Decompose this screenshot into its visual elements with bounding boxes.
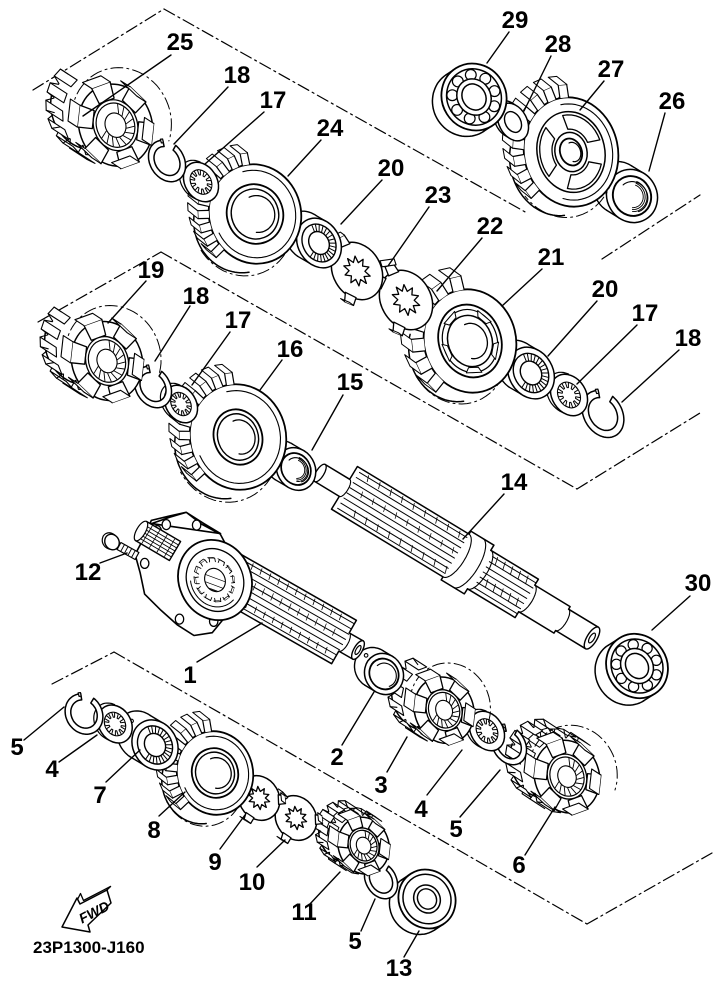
svg-text:4: 4 — [414, 796, 428, 823]
svg-text:4: 4 — [45, 756, 59, 783]
svg-text:17: 17 — [632, 300, 659, 327]
svg-text:15: 15 — [337, 369, 364, 396]
svg-text:18: 18 — [183, 283, 210, 310]
svg-text:21: 21 — [538, 244, 565, 271]
svg-text:17: 17 — [225, 307, 252, 334]
svg-text:17: 17 — [260, 87, 287, 114]
svg-text:23: 23 — [425, 182, 452, 209]
svg-text:23P1300-J160: 23P1300-J160 — [33, 938, 145, 957]
svg-text:19: 19 — [138, 257, 165, 284]
svg-text:22: 22 — [477, 213, 504, 240]
svg-text:24: 24 — [317, 115, 344, 142]
svg-text:26: 26 — [659, 88, 686, 115]
svg-text:20: 20 — [592, 276, 619, 303]
svg-text:8: 8 — [147, 817, 160, 844]
svg-text:7: 7 — [93, 782, 106, 809]
svg-text:30: 30 — [685, 570, 712, 597]
svg-text:11: 11 — [291, 899, 316, 926]
svg-text:10: 10 — [239, 869, 266, 896]
svg-text:20: 20 — [378, 155, 405, 182]
svg-text:9: 9 — [208, 849, 221, 876]
svg-text:14: 14 — [501, 469, 528, 496]
svg-text:5: 5 — [10, 734, 23, 761]
svg-text:2: 2 — [330, 744, 343, 771]
svg-text:5: 5 — [449, 816, 462, 843]
svg-text:18: 18 — [675, 325, 702, 352]
svg-text:3: 3 — [374, 772, 387, 799]
svg-text:12: 12 — [75, 559, 102, 586]
svg-text:25: 25 — [167, 29, 194, 56]
svg-text:29: 29 — [502, 7, 529, 34]
svg-text:1: 1 — [183, 662, 196, 689]
svg-text:6: 6 — [512, 852, 525, 879]
svg-text:13: 13 — [386, 955, 413, 982]
svg-text:27: 27 — [598, 56, 625, 83]
svg-text:18: 18 — [224, 62, 251, 89]
svg-text:28: 28 — [545, 31, 572, 58]
svg-text:16: 16 — [277, 336, 304, 363]
svg-text:5: 5 — [348, 928, 361, 955]
